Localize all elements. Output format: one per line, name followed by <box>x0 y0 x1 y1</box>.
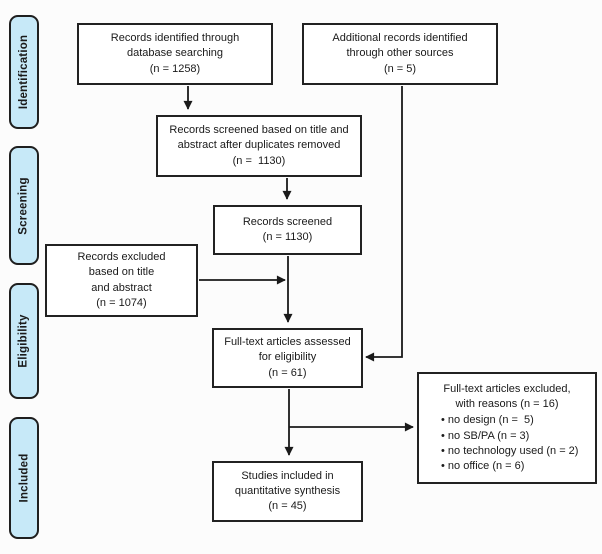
box-full-text-excluded-heading: Full-text articles excluded, with reason… <box>443 382 571 411</box>
box-full-text-assessed: Full-text articles assessed for eligibil… <box>212 328 363 388</box>
box-records-screened: Records screened (n = 1130) <box>213 205 362 255</box>
box-records-identified: Records identified through database sear… <box>77 23 273 85</box>
box-records-screened-text: Records screened (n = 1130) <box>242 215 333 243</box>
box-records-screened-dedup: Records screened based on title and abst… <box>156 115 362 177</box>
box-additional-records: Additional records identified through ot… <box>302 23 498 85</box>
stage-eligibility: Eligibility <box>9 283 39 399</box>
stage-included: Included <box>9 417 39 539</box>
box-studies-included-text: Studies included in quantitative synthes… <box>234 469 341 513</box>
box-full-text-excluded-reasons: • no design (n = 5) • no SB/PA (n = 3) •… <box>419 412 595 474</box>
box-records-screened-dedup-text: Records screened based on title and abst… <box>169 124 349 167</box>
box-full-text-assessed-text: Full-text articles assessed for eligibil… <box>224 336 351 379</box>
box-records-excluded-text: Records excluded based on title and abst… <box>77 251 166 309</box>
box-additional-records-text: Additional records identified through ot… <box>332 32 468 75</box>
stage-identification: Identification <box>9 15 39 129</box>
box-records-identified-text: Records identified through database sear… <box>110 32 240 75</box>
excluded-reason-item: • no design (n = 5) <box>441 414 534 427</box>
stage-screening-label: Screening <box>18 176 30 235</box>
stage-eligibility-label: Eligibility <box>18 314 31 368</box>
excluded-reason-item: • no SB/PA (n = 3) <box>441 429 530 442</box>
box-studies-included: Studies included in quantitative synthes… <box>212 461 363 522</box>
stage-included-label: Included <box>18 453 31 503</box>
arrow-additional-to-fulltext <box>365 86 403 362</box>
box-records-excluded: Records excluded based on title and abst… <box>45 244 198 317</box>
box-full-text-excluded: Full-text articles excluded, with reason… <box>417 372 597 484</box>
stage-identification-label: Identification <box>18 34 31 110</box>
stage-screening: Screening <box>9 146 39 265</box>
excluded-reason-item: • no technology used (n = 2) <box>441 444 579 457</box>
excluded-reason-item: • no office (n = 6) <box>441 459 525 472</box>
